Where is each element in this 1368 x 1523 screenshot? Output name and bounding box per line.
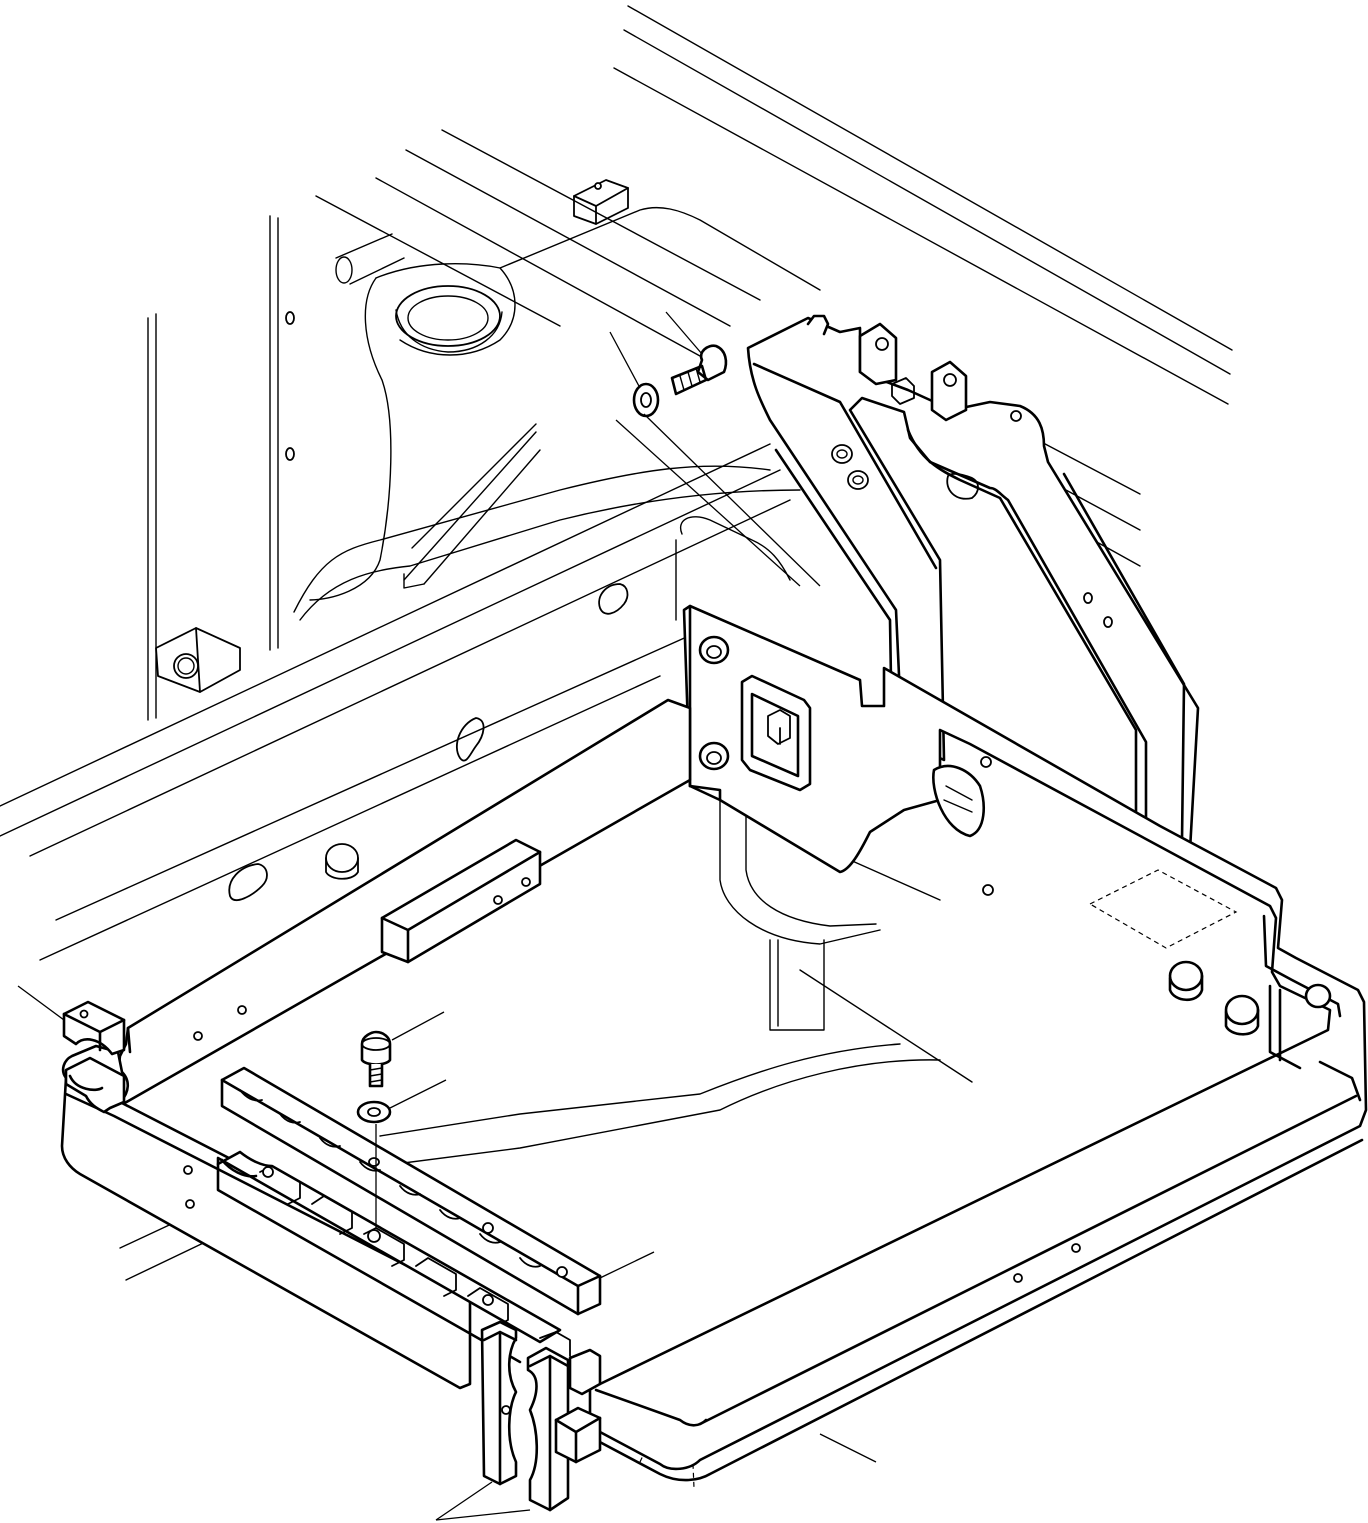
leader-lines [17, 311, 877, 1521]
bolt-vertical [360, 1030, 392, 1088]
background-frame [0, 5, 1233, 1281]
clamp-left [62, 1000, 126, 1114]
support-bracket [746, 314, 1200, 852]
assembly-axes [375, 413, 821, 1228]
mounting-bar [380, 838, 542, 964]
bolt-horizontal [670, 344, 728, 396]
washer-vertical [356, 1100, 392, 1124]
clamp-front-pair [480, 1320, 602, 1512]
slide-rail-lower [216, 1150, 562, 1364]
slide-rail-upper [220, 1066, 602, 1316]
washer-horizontal [632, 382, 660, 418]
